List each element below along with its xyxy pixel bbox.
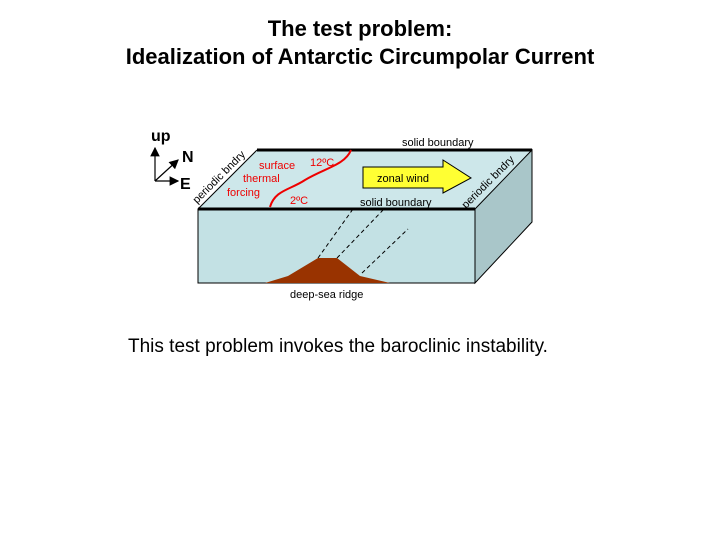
box-edge: [197, 149, 258, 210]
solid-boundary-front-label: solid boundary: [360, 197, 432, 209]
axis-north-label: N: [182, 149, 194, 166]
temperature-warm-label: 12ºC: [310, 157, 334, 169]
deep-sea-ridge: [265, 258, 390, 283]
compass-axes: [150, 146, 180, 186]
body-text: This test problem invokes the baroclinic…: [128, 336, 548, 357]
zonal-wind-label: zonal wind: [377, 173, 429, 185]
temperature-cold-label: 2ºC: [290, 195, 308, 207]
axis-up-label: up: [151, 128, 171, 145]
surface-temperature-curve: [269, 149, 352, 208]
deep-sea-ridge-label: deep-sea ridge: [290, 289, 363, 301]
zonal-wind-arrow: [362, 159, 472, 194]
forcing-label-1: surface: [259, 160, 295, 172]
forcing-label-2: thermal: [243, 173, 280, 185]
solid-boundary-top-label: solid boundary: [402, 137, 474, 149]
slide-title-line2: Idealization of Antarctic Circumpolar Cu…: [125, 44, 595, 69]
axis-east-label: E: [180, 176, 191, 193]
box-right-face: [474, 148, 533, 285]
ridge-dashed-lines: [317, 208, 409, 274]
forcing-label-3: forcing: [227, 187, 260, 199]
slide-title-line1: The test problem:: [267, 16, 453, 41]
